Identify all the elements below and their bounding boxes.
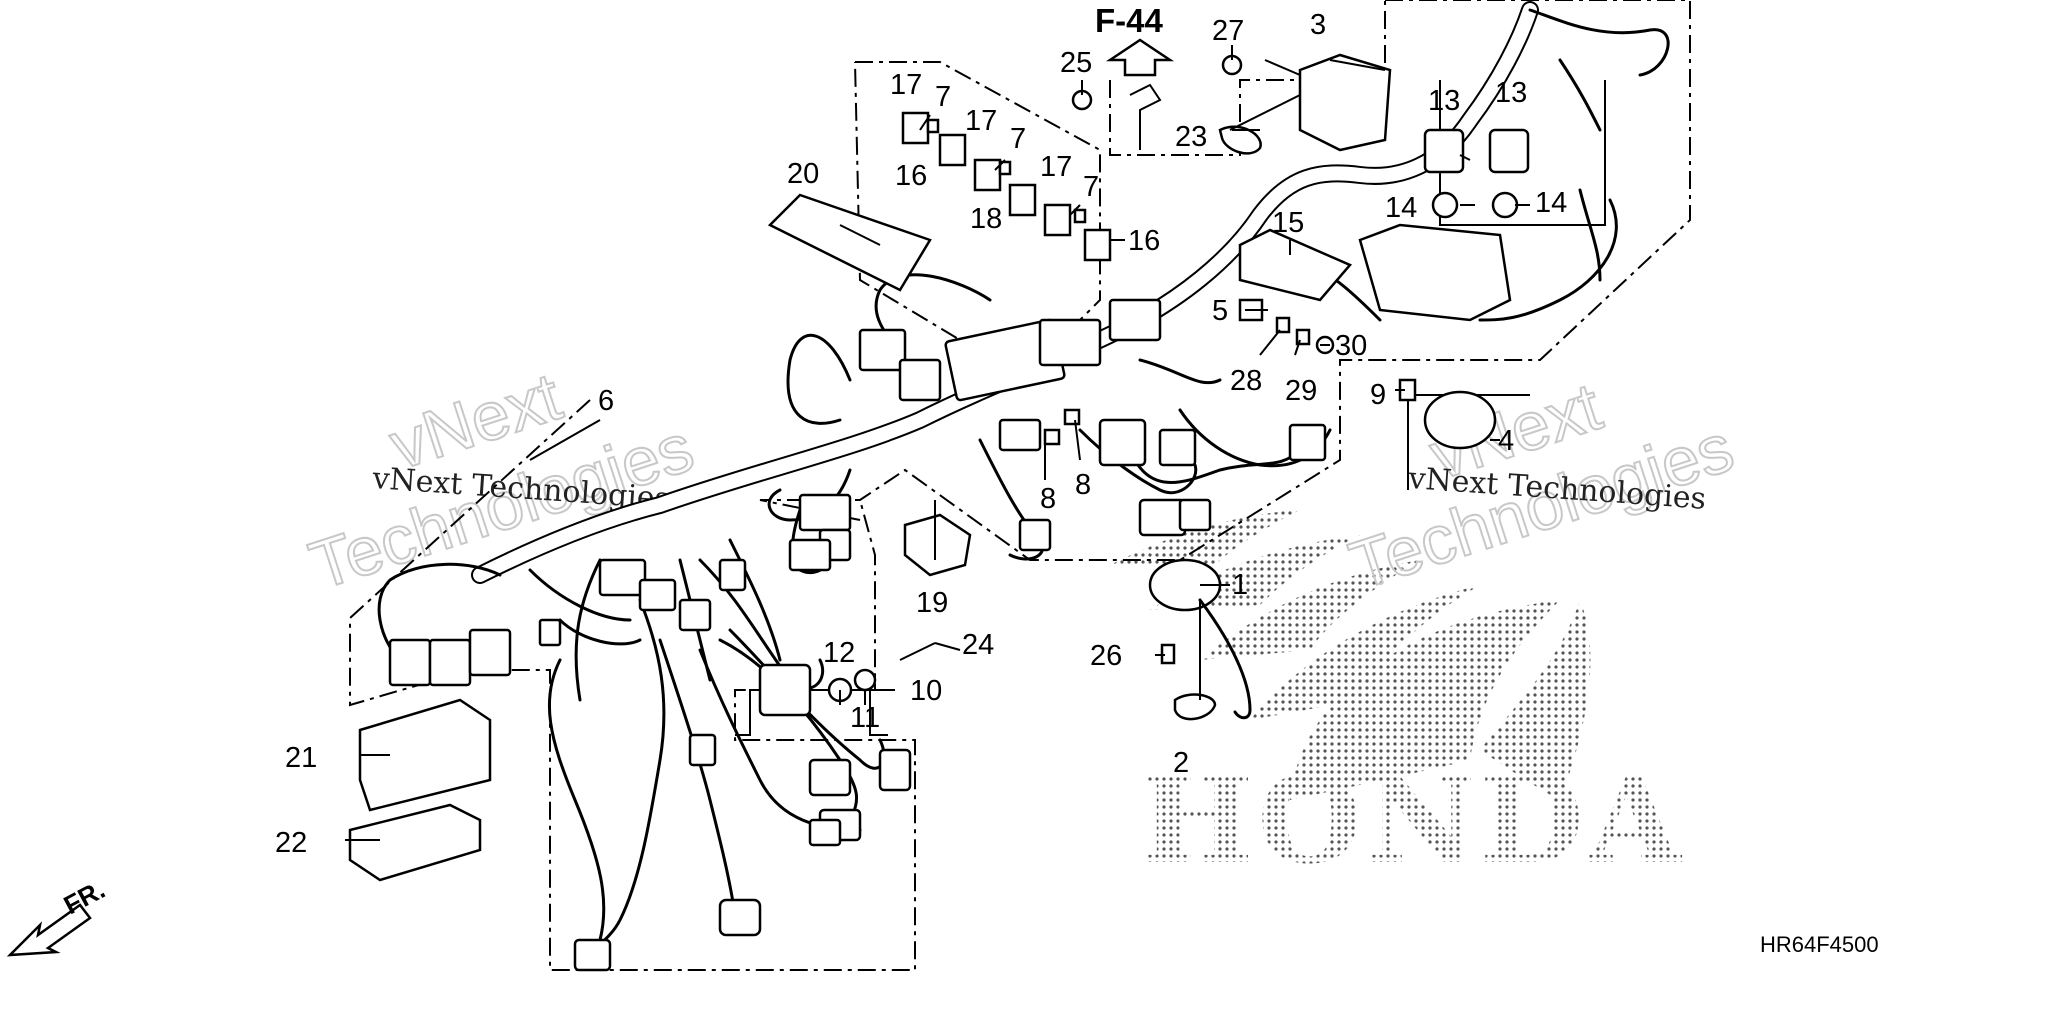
relay-16b [1083, 228, 1112, 262]
relay-17a [901, 111, 930, 145]
relay-16a [938, 133, 967, 167]
callout-29: 29 [1285, 375, 1317, 407]
callout-8a: 8 [1040, 483, 1056, 515]
callout-14a: 14 [1385, 192, 1417, 224]
callout-21: 21 [285, 742, 317, 774]
drawing-code: HR64F4500 [1760, 932, 1879, 957]
callout-17c: 17 [1040, 151, 1072, 183]
boundary-top-group [1109, 0, 1386, 156]
callout-17b: 17 [965, 105, 997, 137]
part-11-grommet [853, 668, 877, 692]
callout-16b: 16 [1128, 225, 1160, 257]
part-14-cap-b [1491, 191, 1519, 219]
callout-26: 26 [1090, 640, 1122, 672]
callout-9: 9 [1370, 379, 1386, 411]
callout-13b: 13 [1495, 77, 1527, 109]
relay-17c [1043, 203, 1072, 237]
part-24-screw [899, 642, 936, 661]
part-19-connector [903, 513, 972, 577]
part-22-cover [348, 803, 482, 882]
callout-1: 1 [1232, 569, 1248, 601]
callout-27: 27 [1212, 15, 1244, 47]
callout-7a: 7 [935, 81, 951, 113]
callout-4: 4 [1498, 425, 1514, 457]
honda-brand-logo: HONDA [1140, 750, 1685, 891]
part-15-fuse-box [1238, 228, 1353, 302]
part-13-switch-b [1488, 128, 1530, 174]
callout-11: 11 [850, 702, 880, 734]
callout-18: 18 [970, 203, 1002, 235]
callout-15: 15 [1272, 207, 1304, 239]
main-fuse-box [1358, 223, 1512, 322]
part-8-a [1043, 428, 1061, 446]
watermark-right: vNext Technologies vNext Technologies [1340, 367, 1743, 605]
part-23-clamp [1218, 125, 1262, 155]
callout-5: 5 [1212, 295, 1228, 327]
honda-wing-logo [1110, 510, 1591, 800]
callout-19: 19 [916, 587, 948, 619]
callout-17a: 17 [890, 69, 922, 101]
callout-7b: 7 [1010, 123, 1026, 155]
relay-17b [973, 158, 1002, 192]
callout-23: 23 [1175, 121, 1207, 153]
part-20-module [767, 193, 932, 292]
callout-22: 22 [275, 827, 307, 859]
callout-6: 6 [598, 385, 614, 417]
part-28-fuse [1275, 316, 1291, 334]
callout-28: 28 [1230, 365, 1262, 397]
callout-10: 10 [910, 675, 942, 707]
callout-numbers: 1 2 3 4 5 6 7 7 7 8 8 9 10 11 12 13 13 1… [275, 9, 1567, 859]
callout-24: 24 [962, 629, 994, 661]
part-8-b [1063, 408, 1081, 426]
reference-label: F-44 [1095, 2, 1164, 39]
callout-7c: 7 [1083, 171, 1099, 203]
part-bracket-f44 [1129, 83, 1162, 150]
callout-2: 2 [1173, 747, 1189, 779]
boundary-upper-right [759, 0, 1691, 561]
part-4-component [1423, 390, 1497, 450]
callout-25: 25 [1060, 47, 1092, 79]
part-21-unit [358, 698, 492, 812]
callout-12: 12 [823, 637, 855, 669]
leader-lines [345, 45, 1530, 841]
reference-arrow-f44: F-44 [1095, 2, 1175, 77]
relay-18 [1008, 183, 1037, 217]
boundary-relay-group [854, 61, 1101, 341]
part-10-socket [758, 663, 812, 717]
part-13-switch-a [1423, 128, 1465, 174]
callout-14b: 14 [1535, 187, 1567, 219]
part-3-ecu [1298, 53, 1392, 152]
callout-8b: 8 [1075, 469, 1091, 501]
callout-13a: 13 [1428, 85, 1460, 117]
part-14-cap-a [1431, 191, 1459, 219]
part-2-plug-cap [1173, 693, 1217, 721]
front-direction-arrow: FR. [6, 874, 110, 957]
callout-3: 3 [1310, 9, 1326, 41]
callout-30: 30 [1335, 330, 1367, 362]
callout-20: 20 [787, 158, 819, 190]
callout-16a: 16 [895, 160, 927, 192]
